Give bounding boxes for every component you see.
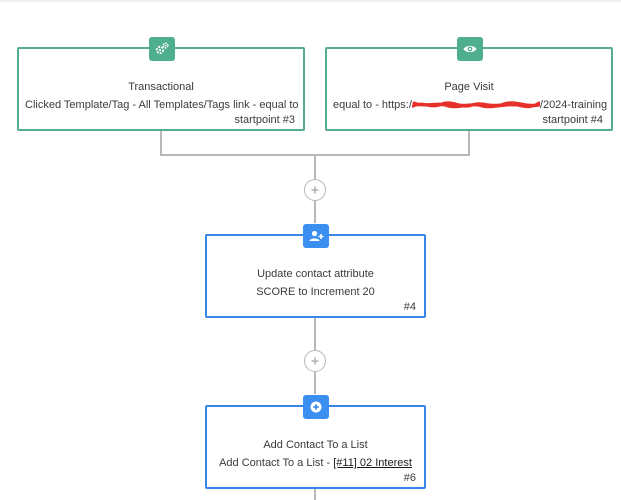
add-contact-to-list-node[interactable]: Add Contact To a List Add Contact To a L… [205,395,426,489]
top-divider [0,0,621,2]
list-link[interactable]: [#11] 02 Interest [333,457,412,469]
connector-line [468,130,470,155]
plus-icon [311,186,319,194]
description-prefix: Add Contact To a List - [219,457,334,469]
node-title: Add Contact To a List [263,439,368,451]
node-title: Transactional [128,81,194,93]
user-plus-icon [303,224,329,248]
node-description: SCORE to Increment 20 [256,286,375,298]
connector-line [314,201,316,223]
node-id-label: startpoint #4 [542,114,603,126]
gears-icon [149,37,175,61]
url-suffix: /2024-training [539,99,608,111]
node-description: Clicked Template/Tag - All Templates/Tag… [25,99,299,111]
connector-line [314,372,316,394]
add-step-button[interactable] [304,350,326,372]
connector-line [314,155,316,180]
node-id-label: #6 [403,472,416,484]
redaction-scribble [411,100,541,110]
page-visit-trigger-node[interactable]: Page Visit equal to - https:/ /2024-train… [325,37,613,131]
add-step-button[interactable] [304,179,326,201]
node-id-label: #4 [403,301,416,313]
connector-line [314,317,316,351]
eye-icon [457,37,483,61]
transactional-trigger-node[interactable]: Transactional Clicked Template/Tag - All… [17,37,305,131]
node-description: Add Contact To a List - [#11] 02 Interes… [213,456,418,470]
url-prefix: equal to - https:/ [333,99,412,111]
connector-line [314,489,316,500]
plus-circle-icon [303,395,329,419]
node-title: Update contact attribute [257,268,374,280]
connector-line [160,130,162,155]
update-contact-attribute-node[interactable]: Update contact attribute SCORE to Increm… [205,224,426,318]
node-title: Page Visit [444,81,494,93]
plus-icon [311,357,319,365]
node-id-label: startpoint #3 [234,114,295,126]
node-description: equal to - https:/ /2024-training [333,98,608,112]
